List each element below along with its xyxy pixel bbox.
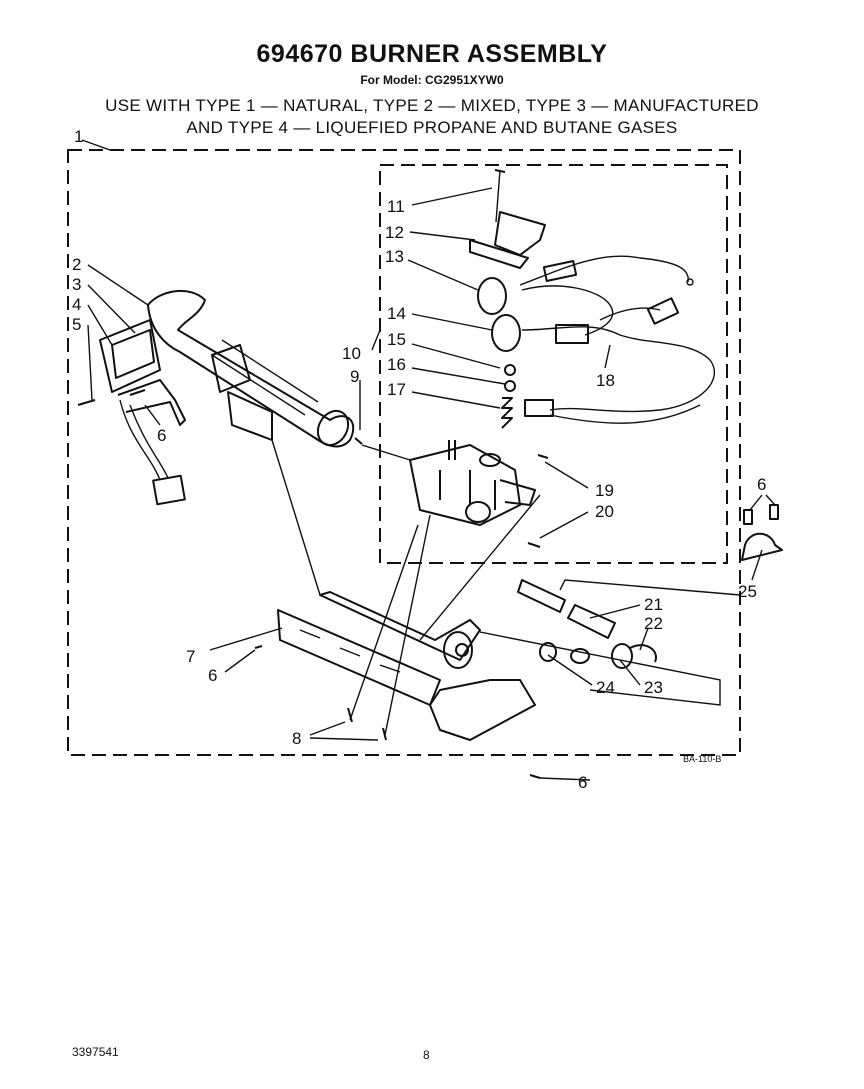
wire-harness — [519, 255, 716, 424]
callout-15: 15 — [387, 330, 406, 349]
callout-11: 11 — [387, 197, 405, 216]
callout-20: 20 — [595, 502, 614, 521]
callout-22: 22 — [644, 614, 663, 633]
page-title: 694670 BURNER ASSEMBLY — [256, 40, 608, 68]
callout-19: 19 — [595, 481, 614, 500]
callout-6-bracket: 6 — [208, 666, 217, 685]
callout-3: 3 — [72, 275, 81, 294]
callout-24: 24 — [596, 678, 615, 697]
burner-mounting-bracket — [277, 591, 536, 741]
wire-clamp — [741, 504, 783, 561]
model-subtitle: For Model: CG2951XYW0 — [360, 73, 504, 87]
gas-type-note-line2: AND TYPE 4 — LIQUEFIED PROPANE AND BUTAN… — [186, 118, 678, 137]
burner-tube — [147, 289, 355, 448]
assembly-boundary — [67, 149, 741, 756]
leader-lines — [81, 139, 776, 781]
callout-25: 25 — [738, 582, 757, 601]
callout-1: 1 — [74, 127, 83, 146]
callout-21: 21 — [644, 595, 663, 614]
callout-6-bottom: 6 — [578, 773, 587, 792]
callout-6-right: 6 — [757, 475, 766, 494]
gas-valve-body — [409, 440, 536, 526]
document-number: 3397541 — [72, 1045, 119, 1059]
callout-23: 23 — [644, 678, 663, 697]
callout-16: 16 — [387, 355, 406, 374]
orifice-parts — [517, 579, 657, 669]
callout-4: 4 — [72, 295, 81, 314]
valve-coil-stack — [469, 169, 546, 429]
callout-8: 8 — [292, 729, 301, 748]
callout-2: 2 — [72, 255, 81, 274]
guide-lines — [271, 439, 741, 736]
callout-18: 18 — [596, 371, 615, 390]
callout-5: 5 — [72, 315, 81, 334]
valve-group-boundary — [379, 164, 728, 564]
callout-6-left: 6 — [157, 426, 166, 445]
callout-7: 7 — [186, 647, 195, 666]
ignitor-bracket — [99, 319, 186, 506]
callout-9: 9 — [350, 367, 359, 386]
callout-13: 13 — [385, 247, 404, 266]
page-number: 8 — [423, 1048, 430, 1062]
callout-14: 14 — [387, 304, 406, 323]
callout-17: 17 — [387, 380, 406, 399]
gas-type-note-line1: USE WITH TYPE 1 — NATURAL, TYPE 2 — MIXE… — [105, 96, 759, 115]
callout-12: 12 — [385, 223, 404, 242]
diagram-code: BA-110-B — [683, 754, 721, 764]
callout-10: 10 — [342, 344, 361, 363]
